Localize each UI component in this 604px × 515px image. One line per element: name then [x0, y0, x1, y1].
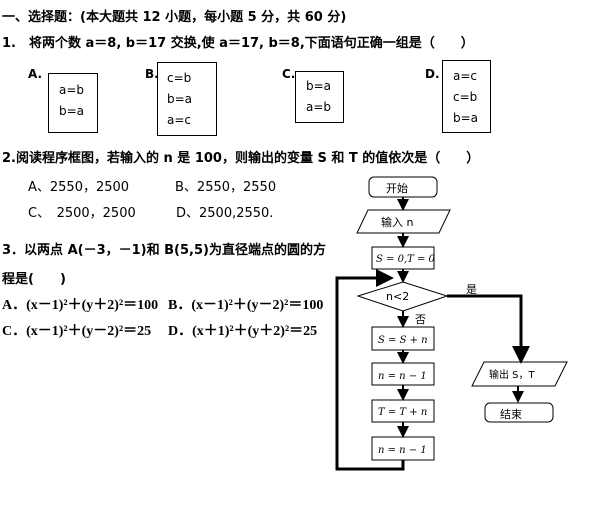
code-line: a=b: [59, 83, 85, 97]
code-line: b=a: [453, 111, 479, 125]
question-1: 1. 将两个数 a＝8, b＝17 交换,使 a＝17, b＝8,下面语句正确一…: [2, 36, 474, 51]
code-line: c=b: [167, 71, 192, 85]
q1-option-a-label: A.: [28, 67, 43, 81]
yes-label: 是: [466, 283, 477, 296]
question-3-cont: 程是( ): [2, 272, 66, 287]
q3-option-a: A．(x－1)²＋(y＋2)²＝100: [2, 298, 159, 313]
q1-option-c-label: C.: [282, 67, 296, 81]
q3-option-b: B．(x－1)²＋(y－2)²＝100: [168, 298, 324, 313]
condition-label: n<2: [386, 290, 409, 303]
input-label: 输入 n: [381, 215, 413, 229]
code-line: a=c: [453, 69, 478, 83]
q2-option-c: C、 2500，2500: [28, 206, 136, 221]
init-label: S = 0,T = 0: [376, 254, 436, 265]
start-label: 开始: [386, 181, 408, 195]
section-title: 一、选择题：(本大题共 12 小题，每小题 5 分，共 60 分): [2, 10, 347, 25]
q1-option-b-label: B.: [145, 67, 159, 81]
end-label: 结束: [500, 408, 522, 421]
q3-option-d: D．(x＋1)²＋(y＋2)²＝25: [168, 324, 318, 339]
question-2: 2.阅读程序框图，若输入的 n 是 100，则输出的变量 S 和 T 的值依次是…: [2, 151, 480, 166]
input-parallelogram: [356, 209, 451, 234]
step1-label: S = S + n: [378, 335, 428, 346]
code-line: b=a: [59, 104, 85, 118]
code-line: c=b: [453, 90, 478, 104]
question-3: 3．以两点 A(－3，－1)和 B(5,5)为直径端点的圆的方: [2, 243, 326, 258]
flow-arrows: [335, 197, 530, 471]
end-terminal: [484, 402, 554, 423]
q2-option-b: B、2550，2550: [175, 180, 277, 195]
q3-option-c: C．(x－1)²＋(y－2)²＝25: [2, 324, 152, 339]
q1-option-a-box: a=b b=a: [48, 73, 98, 133]
q1-option-d-label: D.: [425, 67, 440, 81]
no-label: 否: [415, 313, 426, 326]
output-parallelogram: [471, 361, 568, 387]
code-line: a=b: [306, 100, 332, 114]
code-line: b=a: [306, 79, 332, 93]
q2-option-a: A、2550，2500: [28, 180, 130, 195]
code-line: a=c: [167, 113, 192, 127]
step4-label: n = n − 1: [378, 445, 427, 456]
step2-label: n = n − 1: [378, 371, 427, 382]
q1-option-d-box: a=c c=b b=a: [442, 60, 491, 133]
code-line: b=a: [167, 92, 193, 106]
q1-option-c-box: b=a a=b: [295, 71, 344, 123]
output-label: 输出 S，T: [489, 368, 536, 381]
step3-label: T = T + n: [378, 407, 427, 418]
q1-option-b-box: c=b b=a a=c: [157, 62, 217, 136]
q2-option-d: D、2500,2550.: [176, 206, 274, 221]
